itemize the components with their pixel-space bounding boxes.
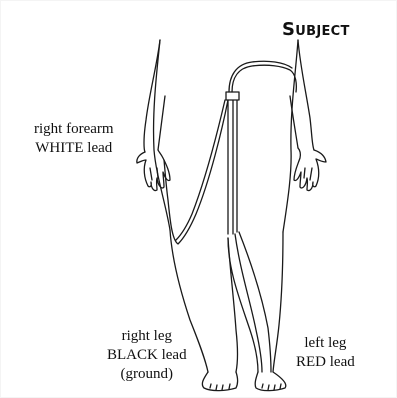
- left-leg-inner: [228, 238, 258, 372]
- label-right-forearm: right forearm WHITE lead: [34, 120, 114, 158]
- label-left-leg-line2: RED lead: [296, 353, 355, 372]
- label-right-forearm-line2: WHITE lead: [34, 139, 114, 158]
- right-arm-outer: [144, 40, 160, 152]
- label-right-leg-line3: (ground): [107, 365, 187, 384]
- right-foot: [202, 372, 237, 391]
- label-left-leg-line1: left leg: [296, 334, 355, 353]
- title-first-letter: S: [282, 19, 295, 40]
- left-leg-outer: [273, 232, 283, 372]
- title-rest: UBJECT: [295, 24, 349, 39]
- label-right-leg-line1: right leg: [107, 327, 187, 346]
- white-lead-wire: [164, 100, 228, 244]
- label-right-leg: right leg BLACK lead (ground): [107, 327, 187, 384]
- lead-connector: [226, 92, 239, 100]
- label-right-leg-line2: BLACK lead: [107, 346, 187, 365]
- left-hand: [294, 148, 326, 191]
- black-lead-wire: [235, 234, 262, 372]
- right-arm-inner: [158, 96, 165, 150]
- subject-title: SUBJECT: [282, 19, 350, 40]
- left-foot: [255, 372, 286, 391]
- label-left-leg: left leg RED lead: [296, 334, 355, 372]
- red-lead-wire: [239, 232, 271, 372]
- lead-main-cable: [232, 65, 296, 92]
- left-arm-outer: [298, 40, 314, 150]
- label-right-forearm-line1: right forearm: [34, 120, 114, 139]
